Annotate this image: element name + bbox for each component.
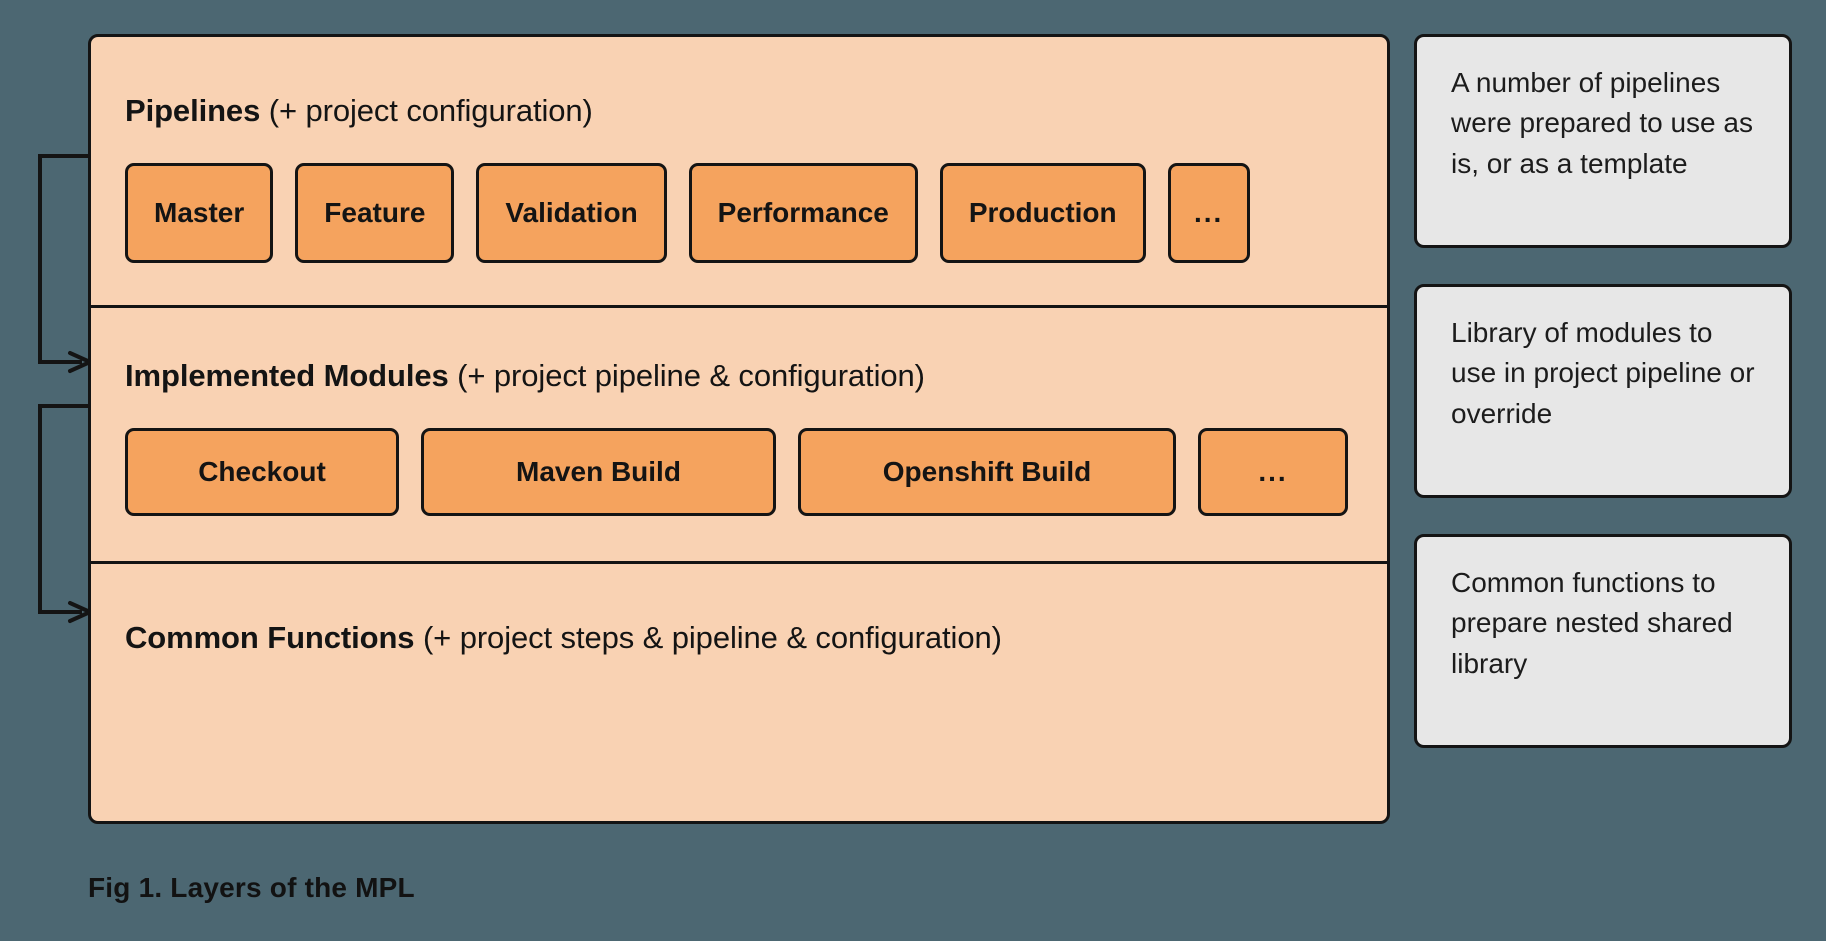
layer-implemented-modules: Implemented Modules (+ project pipeline … — [91, 305, 1387, 561]
modules-chip-row: Checkout Maven Build Openshift Build ... — [125, 428, 1353, 516]
mpl-layer-stack: Pipelines (+ project configuration) Mast… — [88, 34, 1390, 824]
layer-pipelines-title: Pipelines (+ project configuration) — [125, 37, 1353, 129]
layer-modules-title-strong: Implemented Modules — [125, 358, 449, 393]
connector-pipelines-to-modules — [38, 154, 92, 373]
layer-common-title-strong: Common Functions — [125, 620, 415, 655]
layer-common-functions: Common Functions (+ project steps & pipe… — [91, 561, 1387, 814]
layer-common-title-sub: (+ project steps & pipeline & configurat… — [414, 620, 1002, 655]
chip-master[interactable]: Master — [125, 163, 274, 263]
layer-pipelines-title-strong: Pipelines — [125, 93, 261, 128]
chip-checkout[interactable]: Checkout — [125, 428, 399, 516]
figure-caption: Fig 1. Layers of the MPL — [88, 872, 415, 903]
chip-production[interactable]: Production — [939, 163, 1146, 263]
pipelines-chip-row: Master Feature Validation Performance Pr… — [125, 163, 1353, 263]
layer-modules-title-sub: (+ project pipeline & configuration) — [448, 358, 925, 393]
chip-modules-more[interactable]: ... — [1198, 428, 1348, 516]
note-pipelines: A number of pipelines were prepared to u… — [1414, 34, 1792, 248]
chip-maven-build[interactable]: Maven Build — [421, 428, 776, 516]
note-common: Common functions to prepare nested share… — [1414, 534, 1792, 748]
layer-pipelines-title-sub: (+ project configuration) — [260, 93, 593, 128]
layer-common-title: Common Functions (+ project steps & pipe… — [125, 564, 1353, 656]
annotation-notes: A number of pipelines were prepared to u… — [1414, 34, 1792, 748]
chip-openshift-build[interactable]: Openshift Build — [798, 428, 1176, 516]
chip-feature[interactable]: Feature — [295, 163, 455, 263]
layer-pipelines: Pipelines (+ project configuration) Mast… — [91, 37, 1387, 305]
layer-modules-title: Implemented Modules (+ project pipeline … — [125, 308, 1353, 394]
note-modules: Library of modules to use in project pip… — [1414, 284, 1792, 498]
chip-performance[interactable]: Performance — [688, 163, 918, 263]
connector-modules-to-common — [38, 404, 92, 623]
chip-pipelines-more[interactable]: ... — [1167, 163, 1250, 263]
chip-validation[interactable]: Validation — [476, 163, 667, 263]
